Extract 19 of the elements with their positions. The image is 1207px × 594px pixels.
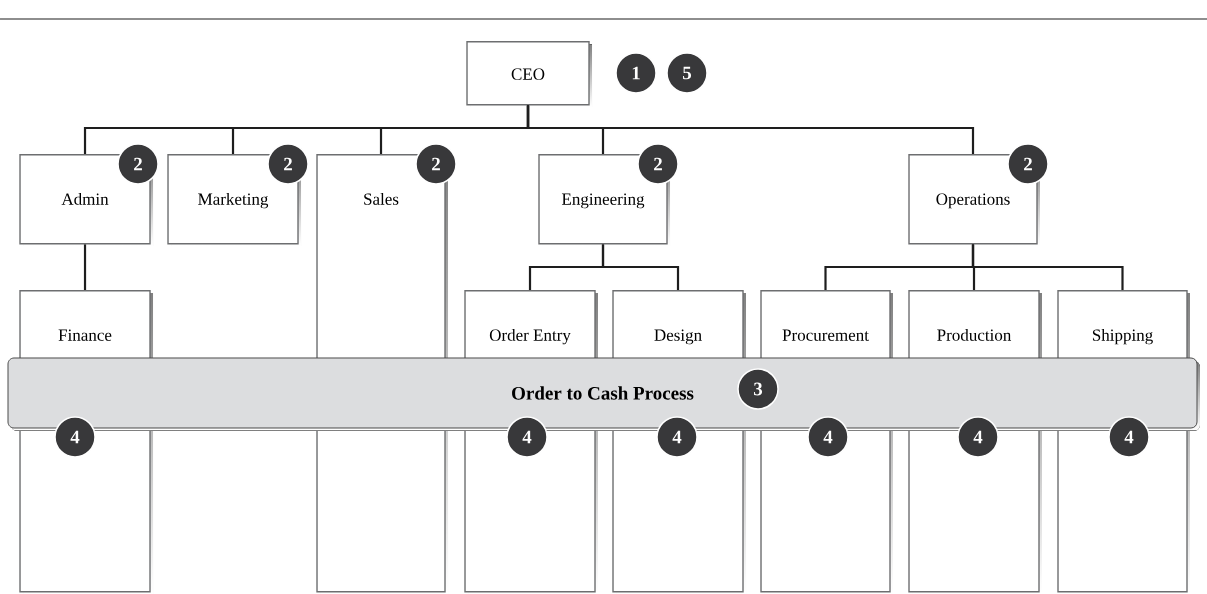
connector-line — [601, 244, 680, 290]
callout-number: 4 — [506, 416, 548, 458]
org-box: CEO — [466, 41, 592, 107]
connector-line — [526, 105, 975, 154]
callout-number: 3 — [737, 368, 779, 410]
callout-number: 2 — [415, 143, 457, 185]
callout-number: 4 — [1108, 416, 1150, 458]
callout-number: 4 — [54, 416, 96, 458]
callout-number: 4 — [656, 416, 698, 458]
connector-line — [83, 244, 87, 290]
callout-number: 1 — [615, 52, 657, 94]
callout-number: 2 — [267, 143, 309, 185]
callout-number: 5 — [666, 52, 708, 94]
callout-number: 4 — [957, 416, 999, 458]
callout-number: 2 — [637, 143, 679, 185]
callout-number: 2 — [117, 143, 159, 185]
callout-number: 4 — [807, 416, 849, 458]
connector-line — [971, 244, 1124, 290]
callout-number: 2 — [1007, 143, 1049, 185]
